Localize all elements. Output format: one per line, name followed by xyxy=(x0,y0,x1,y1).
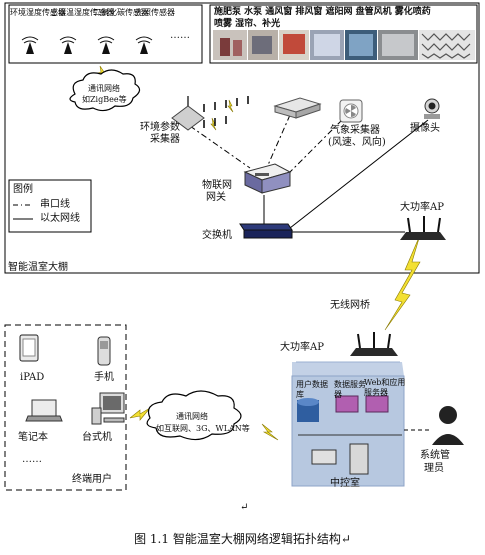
terminal-more: …… xyxy=(22,454,42,465)
ap-top-label: 大功率AP xyxy=(400,202,444,213)
comm-cloud-top xyxy=(69,69,141,112)
sensor-label-light: 光照传感器 xyxy=(135,8,175,17)
device-label-line1: 施肥泵 水泵 通风窗 排风窗 遮阳网 盘管风机 雾化喷药 xyxy=(214,7,431,17)
server-user-db: 用户数据库 xyxy=(296,380,328,399)
ap-top-icon xyxy=(400,216,446,240)
router-icon xyxy=(273,97,322,119)
desktop-icon xyxy=(91,392,125,425)
wireless-dashes xyxy=(203,96,249,128)
ap-bottom-label: 大功率AP xyxy=(280,342,324,353)
terminal-users-box xyxy=(4,324,127,491)
comm-cloud-bottom-line1: 通讯网络 xyxy=(176,412,208,421)
server-web-app: Web和应用服务器 xyxy=(364,378,406,397)
camera-label: 摄像头 xyxy=(410,123,440,134)
comm-cloud-top-line1: 通讯网络 xyxy=(88,84,120,93)
comm-cloud-bottom xyxy=(146,390,242,441)
comm-cloud-bottom-line2: 如互联网、3G、WLAN等 xyxy=(156,424,250,433)
phone-label: 手机 xyxy=(94,372,114,383)
legend-serial: 串口线 xyxy=(40,199,70,210)
ipad-label: iPAD xyxy=(20,372,45,383)
sensor-label-co2: 二氧化碳传感器 xyxy=(93,8,149,17)
weather-collector-line2: (风速、风向) xyxy=(328,137,386,148)
phone-icon xyxy=(97,336,111,366)
env-collector-icon xyxy=(171,96,205,131)
server-data-service: 数据服务器 xyxy=(334,380,366,399)
comm-cloud-top-line2: 如ZigBee等 xyxy=(82,95,127,104)
device-photos xyxy=(213,30,475,60)
switch-label: 交换机 xyxy=(202,230,232,241)
paragraph-mark: ↵ xyxy=(240,502,249,513)
admin-icon xyxy=(432,406,464,445)
wireless-bridge-label: 无线网桥 xyxy=(330,300,370,311)
sensor-label-soil: 土壤温湿度传感器 xyxy=(50,8,114,17)
ap-bottom-icon xyxy=(350,332,398,356)
terminal-users-label: 终端用户 xyxy=(72,474,112,485)
control-room-building xyxy=(291,361,405,487)
desktop-label: 台式机 xyxy=(82,432,112,443)
weather-collector-icon xyxy=(339,99,363,123)
legend-box xyxy=(8,179,92,233)
admin-line2: 理员 xyxy=(424,463,444,474)
env-collector-line2: 采集器 xyxy=(150,134,180,145)
serial-lines xyxy=(189,114,343,173)
env-collector-line1: 环境参数 xyxy=(140,122,180,133)
iot-gateway-line1: 物联网 xyxy=(202,180,232,191)
weather-collector-line1: 气象采集器 xyxy=(330,125,380,136)
admin-line1: 系统管 xyxy=(420,450,450,461)
legend-title: 图例 xyxy=(13,184,33,195)
greenhouse-boundary xyxy=(4,2,480,274)
sensor-more: …… xyxy=(170,30,190,41)
device-label-line2: 喷雾 湿帘、补光 xyxy=(214,19,281,29)
laptop-icon xyxy=(25,399,63,422)
device-group-box xyxy=(209,4,478,64)
iot-gateway-line2: 网关 xyxy=(206,192,226,203)
sensor-icons xyxy=(21,36,153,54)
camera-icon xyxy=(424,98,440,119)
ipad-icon xyxy=(19,334,39,362)
laptop-label: 笔记本 xyxy=(18,432,48,443)
greenhouse-label: 智能温室大棚 xyxy=(8,262,68,273)
legend-ethernet: 以太网线 xyxy=(40,213,80,224)
sensor-label-humidity: 环境湿度传感器 xyxy=(10,8,66,17)
ethernet-lines xyxy=(263,119,429,233)
switch-icon xyxy=(239,223,293,239)
sensor-group-box xyxy=(8,4,203,64)
figure-caption: 图 1.1 智能温室大棚网络逻辑拓扑结构↵ xyxy=(134,532,351,546)
control-room-label: 中控室 xyxy=(330,478,360,489)
iot-gateway-icon xyxy=(243,163,292,194)
